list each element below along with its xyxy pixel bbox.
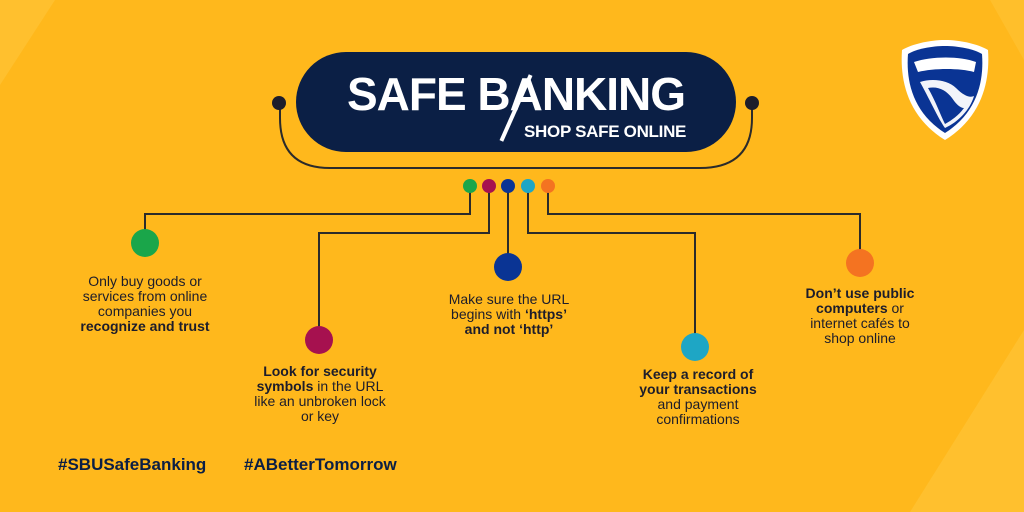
tip-text-5: Don’t use public computers or internet c…	[805, 285, 915, 346]
tip-text-4: Keep a record of your transactions and p…	[639, 366, 757, 427]
tip-text-1: Only buy goods or services from online c…	[80, 273, 210, 334]
title-banner: SAFE BANKING SHOP SAFE ONLINE	[296, 52, 736, 152]
hashtag-abettertomorrow: #ABetterTomorrow	[244, 455, 397, 474]
tip-text-2: Look for security symbols in the URL lik…	[254, 363, 386, 424]
small-dot-green	[463, 179, 477, 193]
tip-dot-orange	[846, 249, 874, 277]
subtitle-text: SHOP SAFE ONLINE	[524, 122, 687, 141]
hashtag-sbusafebanking: #SBUSafeBanking	[58, 455, 207, 474]
small-dot-blue	[501, 179, 515, 193]
tip-dot-crimson	[305, 326, 333, 354]
connector-crimson	[318, 186, 490, 338]
tip-dot-green	[131, 229, 159, 257]
arc-end-dot-left	[272, 96, 286, 110]
tip-dot-blue	[494, 253, 522, 281]
connector-cyan	[527, 186, 696, 346]
standard-bank-shield-icon	[901, 40, 989, 140]
tip-dot-cyan	[681, 333, 709, 361]
tip-text-3: Make sure the URL begins with ‘https’ an…	[448, 291, 570, 337]
connector-green	[144, 186, 471, 240]
arc-end-dot-right	[745, 96, 759, 110]
connector-orange	[547, 186, 861, 262]
small-dot-crimson	[482, 179, 496, 193]
small-dot-orange	[541, 179, 555, 193]
small-dot-cyan	[521, 179, 535, 193]
title-underline-arc	[279, 104, 753, 169]
